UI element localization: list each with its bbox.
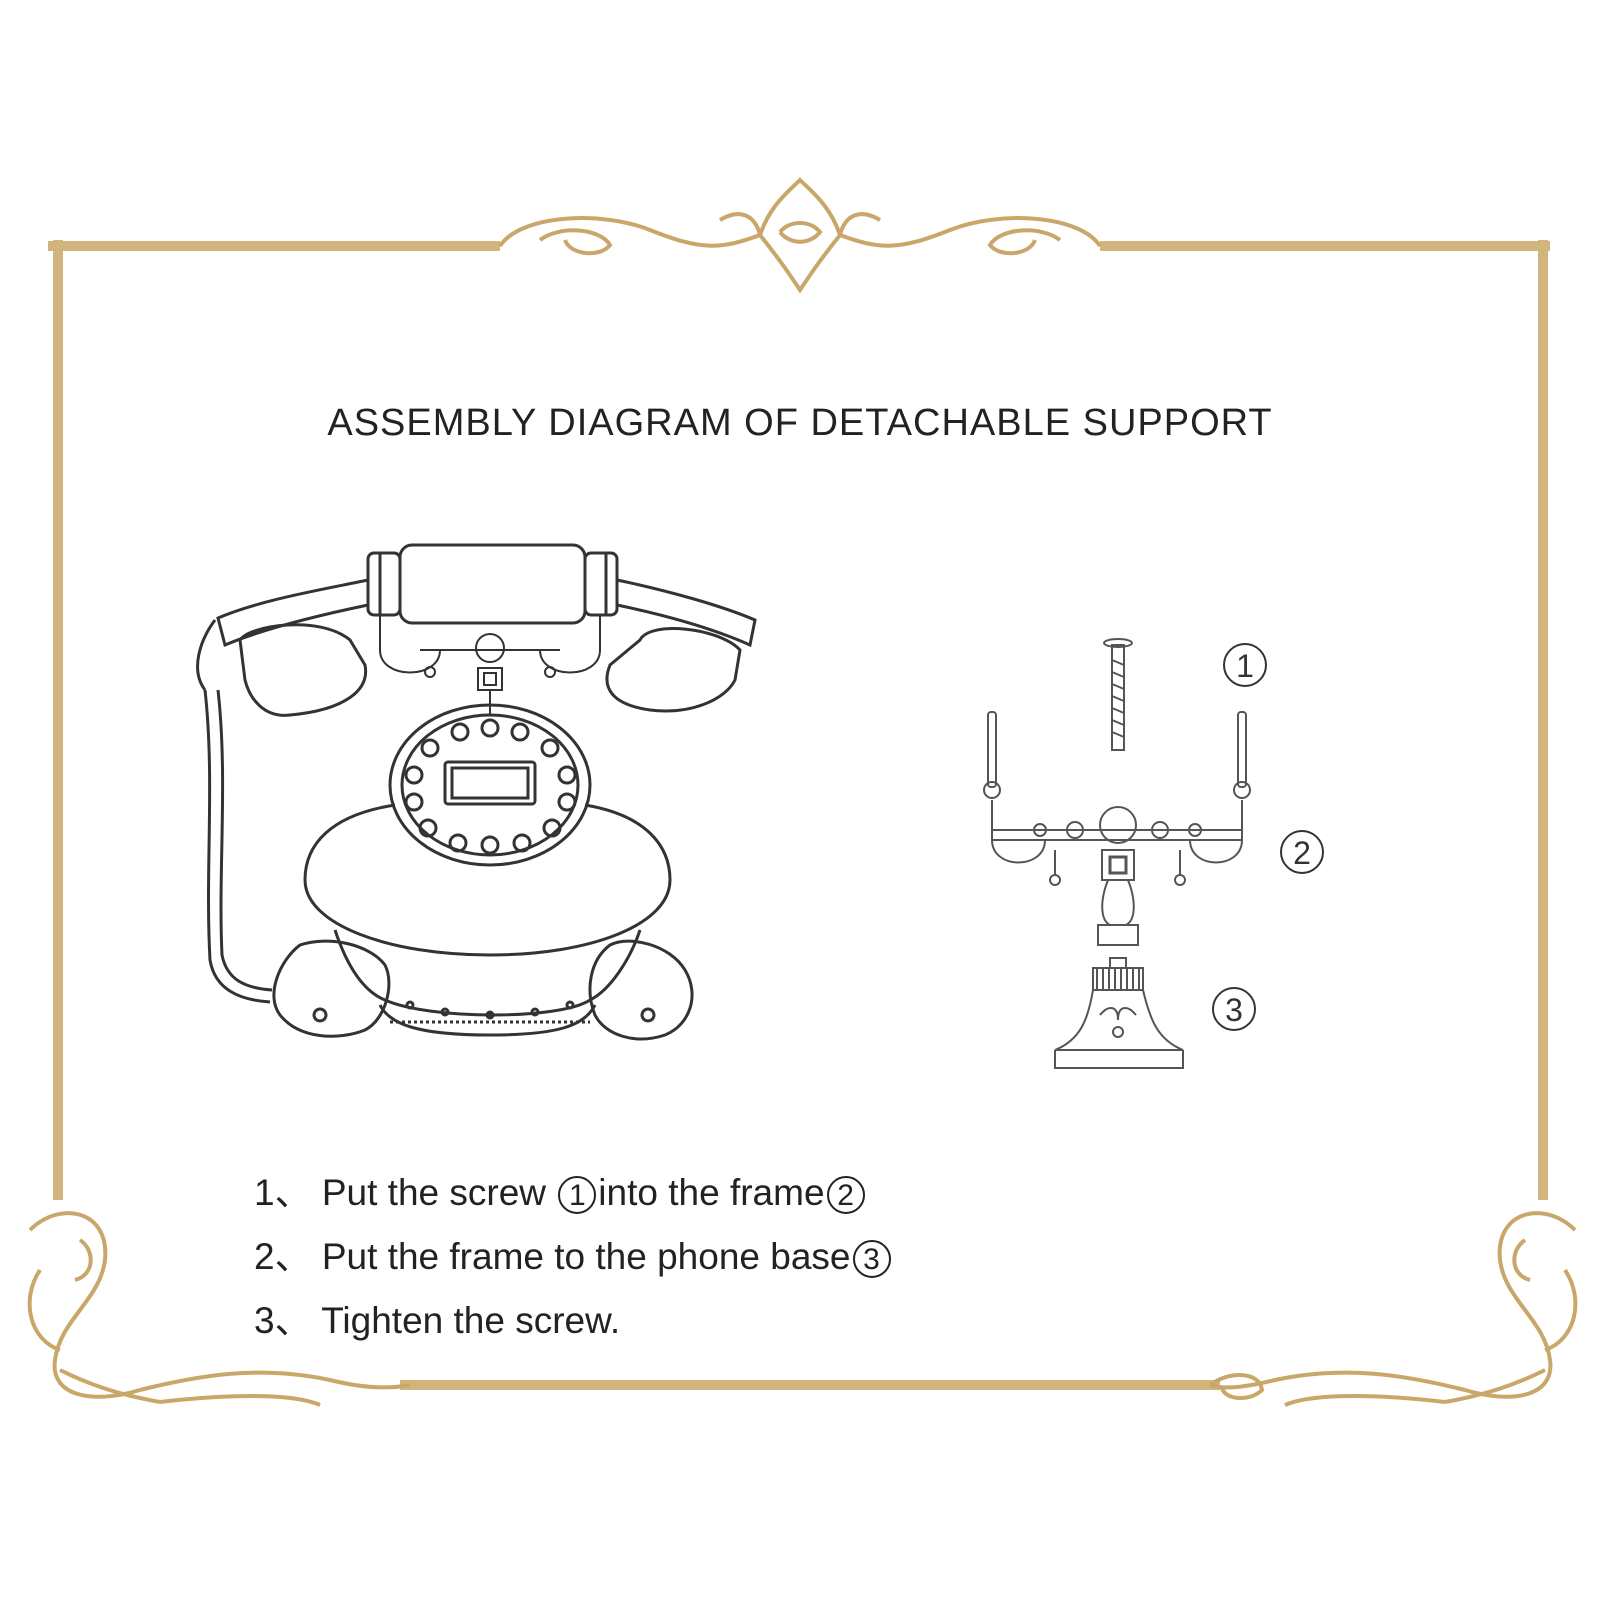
phone-body-drawing [272, 803, 694, 1041]
part-label-frame: 2 [1280, 830, 1324, 874]
step-number: 3、 [254, 1300, 312, 1341]
diagram-title: ASSEMBLY DIAGRAM OF DETACHABLE SUPPORT [327, 402, 1273, 444]
step-text: Tighten the screw. [321, 1300, 621, 1341]
step-text: Put the frame to the phone base [321, 1236, 851, 1277]
screw-drawing [1103, 638, 1133, 751]
part-label-base: 3 [1212, 987, 1256, 1031]
part-reference-base: 3 [852, 1240, 891, 1279]
step-number: 1、 [254, 1172, 312, 1213]
part-reference-frame: 2 [826, 1176, 865, 1215]
bottom-left-scroll-ornament [27, 1211, 411, 1407]
step-text: into the frame [598, 1172, 825, 1213]
step-text: Put the screw [321, 1172, 557, 1213]
step-number: 2、 [254, 1236, 312, 1277]
cradle-drawing [379, 615, 601, 715]
step-3: 3、 Tighten the screw. [254, 1290, 620, 1344]
frame-drawing [983, 711, 1251, 946]
handset-drawing [196, 543, 757, 1004]
top-scroll-ornament [498, 177, 1102, 294]
part-reference-screw: 1 [558, 1176, 597, 1215]
bottom-right-scroll-ornament [1208, 1211, 1578, 1407]
base-drawing [1054, 957, 1184, 1069]
part-label-screw: 1 [1223, 643, 1267, 687]
dial-drawing [388, 703, 592, 867]
